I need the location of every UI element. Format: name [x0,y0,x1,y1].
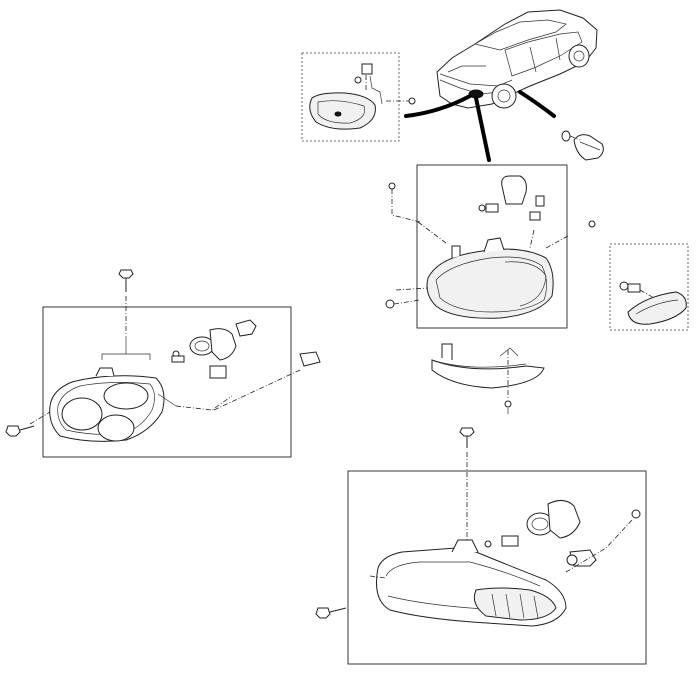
fog-lamp-group [301,52,416,142]
left-headlamp-group [29,269,301,458]
mounting-bracket [431,343,545,414]
top-bolt [118,269,134,336]
side-repeater-group [609,243,689,331]
clip [588,220,596,228]
left-screw [5,425,35,437]
lower-headlamp-group [347,427,647,665]
connector [299,351,321,367]
bolt [388,182,421,223]
car-illustration [436,9,598,109]
side-repeater-bulb [561,130,604,161]
leader-headlamp [474,96,491,162]
leader-fog-lamp [404,94,472,118]
leader-side-repeater [518,90,556,118]
lower-top-bolt [459,427,475,548]
nut [385,299,421,309]
lower-screw [315,607,347,619]
front-headlamp-group [395,164,569,329]
lower-nut [631,509,641,519]
